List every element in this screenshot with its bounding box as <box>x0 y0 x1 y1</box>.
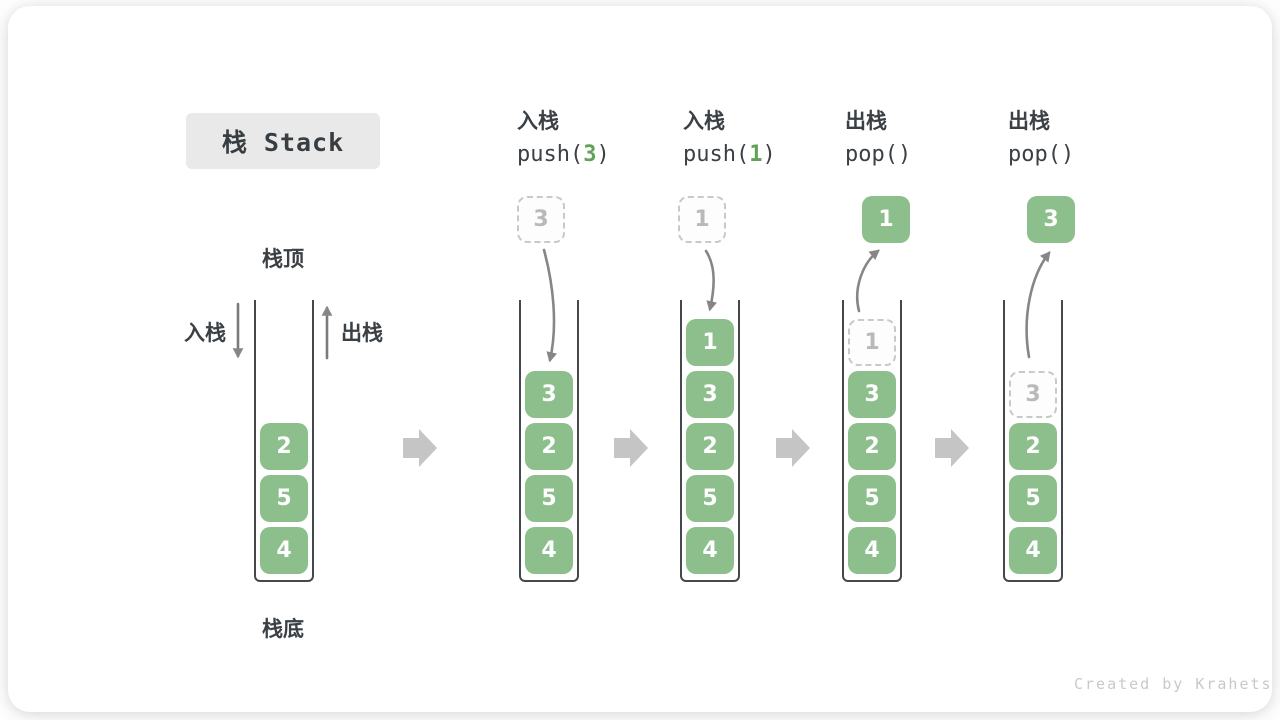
stack-container-step-1: 3 2 5 4 <box>519 300 579 582</box>
code-text: pop( <box>845 142 898 167</box>
code-text: ) <box>897 142 912 167</box>
step-op-label: 入栈 <box>517 109 559 133</box>
stack-item: 4 <box>260 527 308 574</box>
step-header-push-1: 入栈 push(1) <box>683 105 776 167</box>
stack-container-step-3: 1 3 2 5 4 <box>842 300 902 582</box>
stack-item: 4 <box>848 527 896 574</box>
stack-container-base: 2 5 4 <box>254 300 314 582</box>
step-op-code: pop() <box>845 142 911 167</box>
stack-item: 1 <box>686 319 734 366</box>
stack-item: 4 <box>525 527 573 574</box>
code-text: ) <box>762 142 776 167</box>
stack-item: 4 <box>1009 527 1057 574</box>
code-text: ) <box>1060 142 1075 167</box>
step-op-label: 入栈 <box>683 109 725 133</box>
stack-item: 5 <box>260 475 308 522</box>
stack-item: 5 <box>1009 475 1057 522</box>
code-text: pop( <box>1008 142 1061 167</box>
stack-container-step-2: 1 3 2 5 4 <box>680 300 740 582</box>
popped-value-box: 3 <box>1027 196 1075 243</box>
code-arg: 1 <box>749 142 763 167</box>
stack-bottom-label: 栈底 <box>262 617 304 641</box>
step-op-label: 出栈 <box>1008 109 1050 133</box>
stack-item: 2 <box>525 423 573 470</box>
watermark-credit: Created by Krahets <box>1074 675 1273 693</box>
step-op-code: pop() <box>1008 142 1074 167</box>
step-header-pop-1: 出栈 pop() <box>845 105 911 167</box>
floating-value-box: 3 <box>517 196 565 243</box>
pop-arrow-label: 出栈 <box>341 321 383 345</box>
code-arg: 3 <box>583 142 597 167</box>
stack-item: 5 <box>686 475 734 522</box>
stack-top-label: 栈顶 <box>262 247 304 271</box>
stack-item: 3 <box>525 371 573 418</box>
step-header-pop-3: 出栈 pop() <box>1008 105 1074 167</box>
stack-item: 2 <box>686 423 734 470</box>
stack-item: 5 <box>525 475 573 522</box>
code-text: ) <box>596 142 610 167</box>
popped-value-box: 1 <box>862 196 910 243</box>
step-op-code: push(3) <box>517 142 610 167</box>
stack-item-removed: 1 <box>848 319 896 366</box>
step-header-push-3: 入栈 push(3) <box>517 105 610 167</box>
stack-item-removed: 3 <box>1009 371 1057 418</box>
diagram-title-label: 栈 Stack <box>221 128 345 157</box>
stack-item: 4 <box>686 527 734 574</box>
push-arrow-label: 入栈 <box>184 321 226 345</box>
step-op-label: 出栈 <box>845 109 887 133</box>
stack-item: 3 <box>686 371 734 418</box>
step-op-code: push(1) <box>683 142 776 167</box>
stack-item: 2 <box>1009 423 1057 470</box>
diagram-title: 栈 Stack <box>186 113 380 169</box>
diagram-card <box>8 6 1272 712</box>
stack-container-step-4: 3 2 5 4 <box>1003 300 1063 582</box>
floating-value-box: 1 <box>678 196 726 243</box>
code-text: push( <box>517 142 584 167</box>
stack-item: 2 <box>848 423 896 470</box>
stack-item: 2 <box>260 423 308 470</box>
stack-item: 5 <box>848 475 896 522</box>
code-text: push( <box>683 142 750 167</box>
stack-item: 3 <box>848 371 896 418</box>
